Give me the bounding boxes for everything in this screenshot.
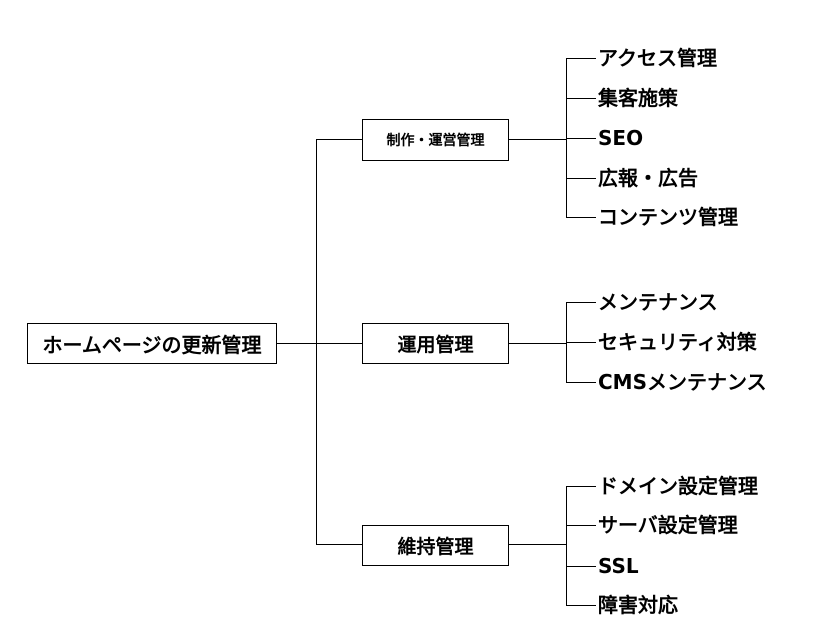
leaf-ssl: SSL (598, 554, 639, 578)
leaf-cms-maintenance: CMSメンテナンス (598, 370, 767, 394)
leaf-domain-settings: ドメイン設定管理 (598, 474, 758, 498)
leaf-security-measures: セキュリティ対策 (598, 330, 757, 354)
leaf-pr-advertising: 広報・広告 (598, 166, 698, 190)
leaf-maintenance: メンテナンス (598, 290, 718, 314)
root-node: ホームページの更新管理 (27, 323, 277, 364)
leaf-seo: SEO (598, 126, 644, 150)
leaf-access-management: アクセス管理 (598, 46, 717, 70)
leaf-customer-acquisition: 集客施策 (598, 86, 678, 110)
branch-node-operations: 運用管理 (362, 323, 509, 364)
leaf-incident-response: 障害対応 (598, 593, 678, 617)
leaf-content-management: コンテンツ管理 (598, 205, 738, 229)
leaf-server-settings: サーバ設定管理 (598, 513, 738, 537)
branch-node-production-operation: 制作・運営管理 (362, 119, 509, 161)
branch-node-maintenance: 維持管理 (362, 525, 509, 566)
